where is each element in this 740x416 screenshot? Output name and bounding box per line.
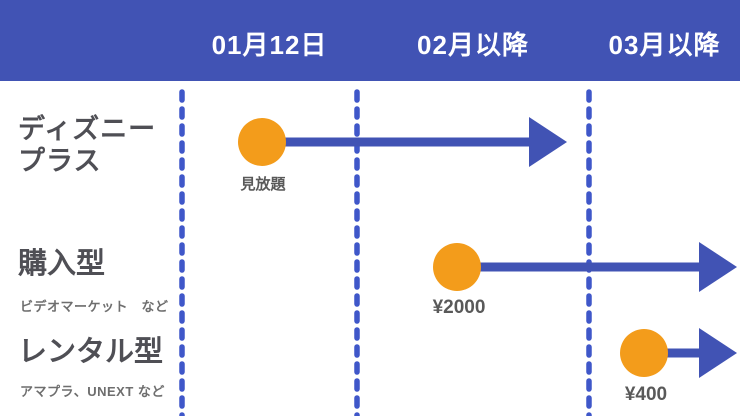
row-title-disney-plus: ディズニー プラス (18, 114, 157, 176)
header-column-feb: 02月以降 (417, 30, 529, 60)
marker-circle-disney (238, 118, 286, 166)
marker-circle-rental (620, 329, 668, 377)
row-title-purchase: 購入型 (18, 248, 106, 280)
header-bar (0, 0, 740, 81)
header-column-mar: 03月以降 (608, 30, 721, 60)
marker-circle-purchase (433, 243, 481, 291)
marker-label-rental: ¥400 (624, 384, 668, 405)
row-title-rental: レンタル型 (18, 336, 164, 368)
marker-label-purchase: ¥2000 (432, 297, 486, 318)
row-subtitle-purchase: ビデオマーケット など (20, 299, 169, 314)
row-subtitle-rental: アマプラ、UNEXT など (20, 384, 165, 399)
marker-label-disney: 見放題 (240, 176, 286, 193)
arrow-head-rental (699, 328, 737, 378)
header-column-jan12: 01月12日 (211, 30, 328, 60)
arrow-head-disney (529, 117, 567, 167)
arrow-head-purchase (699, 242, 737, 292)
